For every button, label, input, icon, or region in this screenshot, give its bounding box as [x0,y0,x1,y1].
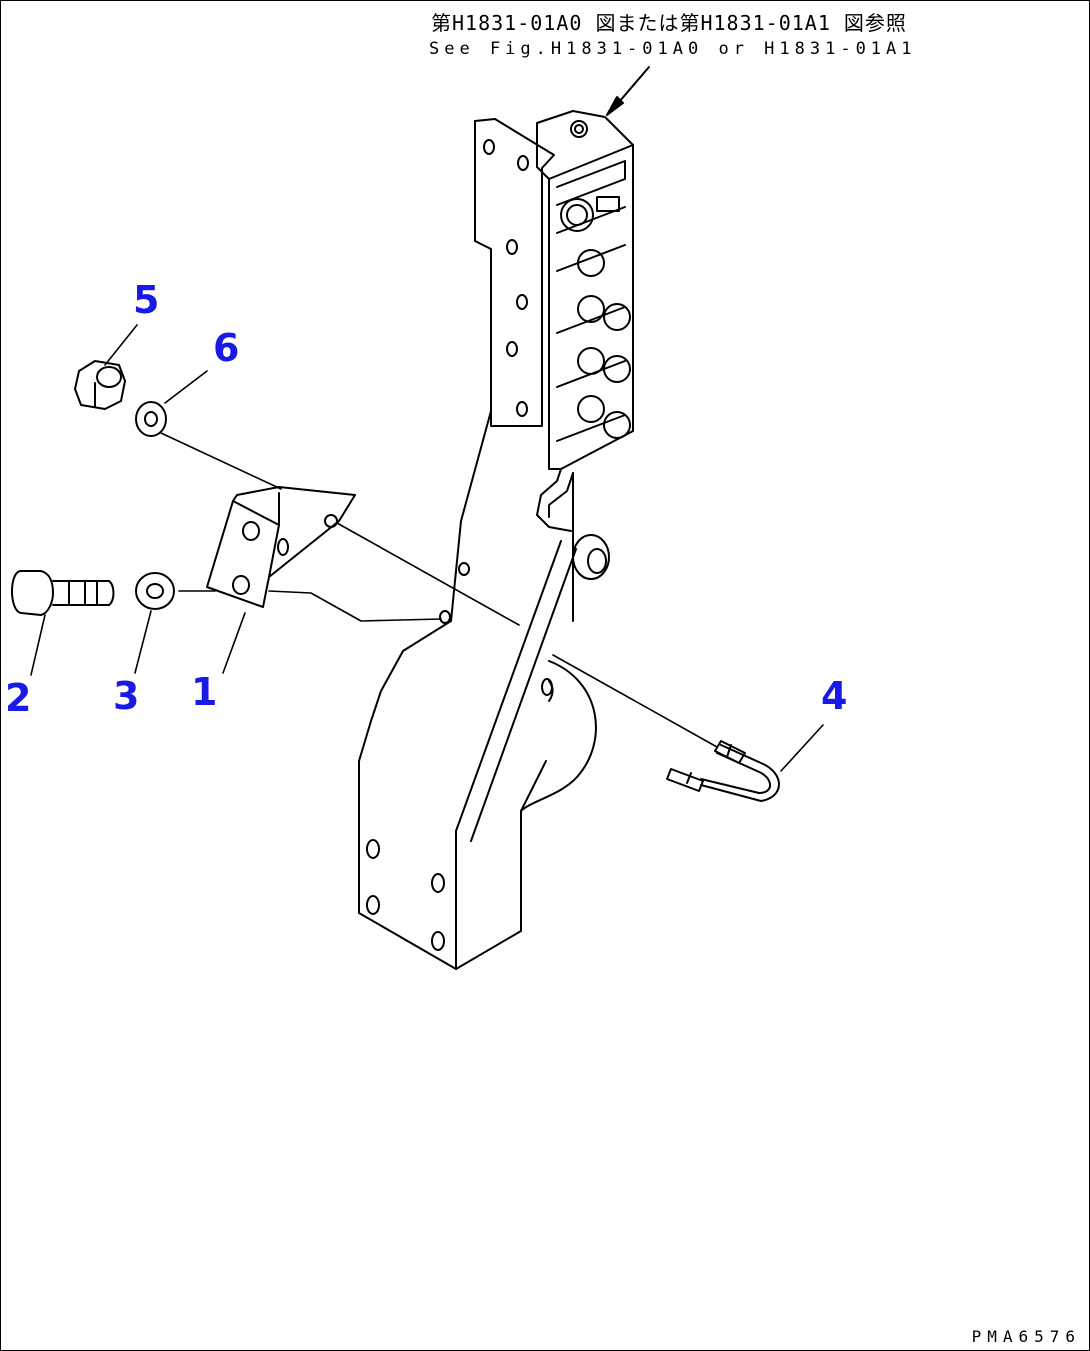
part-6-washer [135,401,167,437]
callout-leaders [30,324,824,772]
part-5-nut [74,360,126,410]
part-4-cable [666,740,780,802]
assembly-guide-lines [160,432,718,748]
drawing-code: PMA6576 [971,1327,1081,1346]
callout-2: 2 [5,676,31,720]
reference-note-english: See Fig.H1831-01A0 or H1831-01A1 [429,39,917,59]
callout-3: 3 [113,674,139,718]
part-1-bracket [206,486,356,608]
callout-1: 1 [191,670,217,714]
reference-arrow [606,66,650,116]
callout-6: 6 [213,326,239,370]
part-2-bolt [11,570,115,616]
reference-note-japanese: 第H1831-01A0 図または第H1831-01A1 図参照 [431,11,907,35]
part-3-washer [135,572,175,610]
callout-4: 4 [821,674,847,718]
switch-panel [520,110,634,812]
callout-5: 5 [133,278,159,322]
console-stand [358,118,577,970]
